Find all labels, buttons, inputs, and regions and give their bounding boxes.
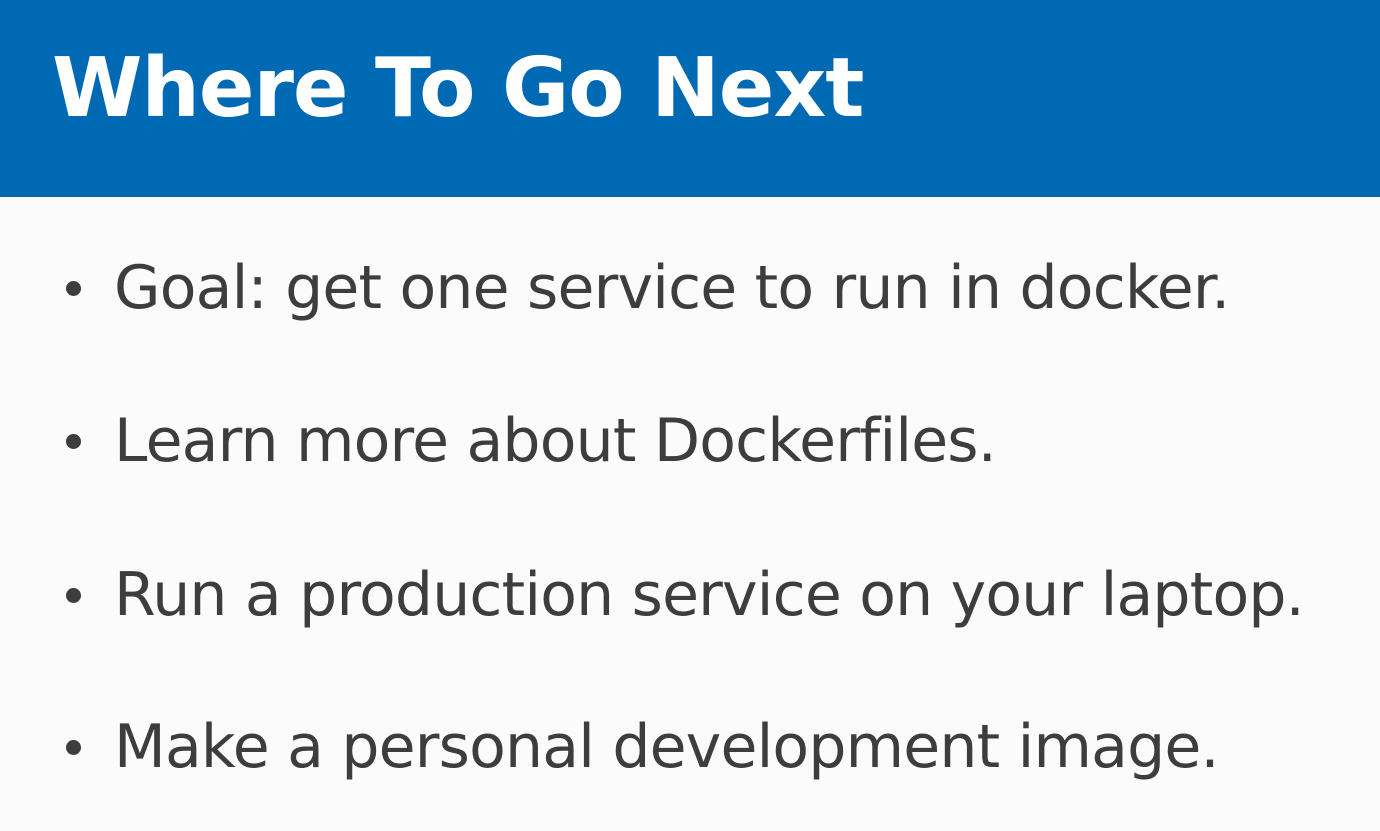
bullet-dot-icon <box>66 587 81 603</box>
bullet-text: Learn more about Dockerfiles. <box>114 406 997 476</box>
bullet-item-dockerfiles: Learn more about Dockerfiles. <box>66 401 997 481</box>
bullet-dot-icon <box>66 739 81 755</box>
slide-title: Where To Go Next <box>52 41 864 136</box>
bullet-text: Make a personal development image. <box>114 712 1220 782</box>
bullet-dot-icon <box>66 433 81 449</box>
bullet-text: Goal: get one service to run in docker. <box>114 253 1230 323</box>
title-bar: Where To Go Next <box>0 0 1380 197</box>
bullet-dot-icon <box>66 280 81 296</box>
bullet-text: Run a production service on your laptop. <box>114 560 1305 630</box>
bullet-item-production-service: Run a production service on your laptop. <box>66 555 1305 635</box>
bullet-item-goal: Goal: get one service to run in docker. <box>66 248 1230 328</box>
bullet-item-development-image: Make a personal development image. <box>66 707 1220 787</box>
